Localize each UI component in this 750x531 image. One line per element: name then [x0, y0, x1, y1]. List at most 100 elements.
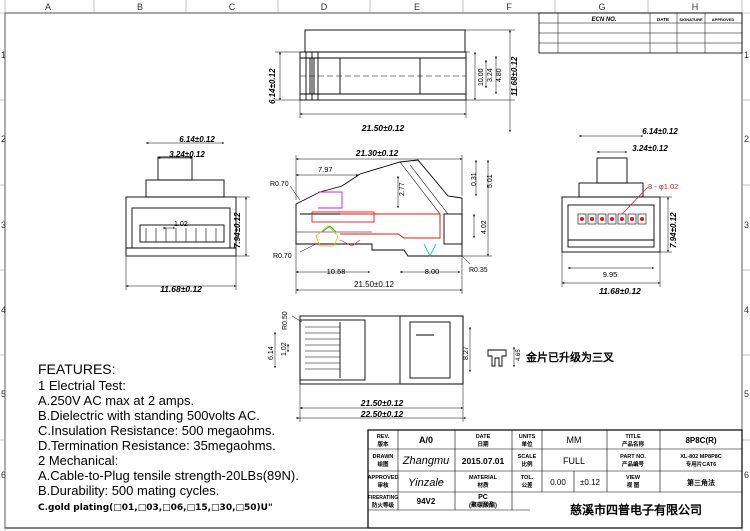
grid-row-labels: 1 2 3 4 5 6 1 2 3 4 5 6 [1, 50, 749, 480]
front-view [125, 156, 237, 257]
dim-top-left-height: 6.14±0.12 [268, 68, 277, 104]
dim-front-top: 6.14±0.12 [179, 135, 215, 144]
dim-side-800: 8.00 [425, 267, 440, 276]
tb-title-value: 8P8C(R) [685, 436, 716, 445]
features-line-1: 1 Electrial Test: [38, 378, 126, 393]
features-line-8: B.Durability: 500 mating cycles. [38, 483, 219, 498]
tb-units-label-cn: 单位 [521, 440, 533, 448]
rev-date-header: DATE [657, 17, 669, 22]
tb-date-label-en: DATE [476, 434, 491, 440]
col-label-a: A [45, 2, 51, 12]
tb-approved-signature: Yinzale [408, 477, 444, 489]
dim-right-top: 6.14±0.12 [642, 127, 678, 136]
tb-rev-label-en: REV. [377, 434, 390, 440]
col-label-b: B [137, 2, 143, 12]
tb-view-value: 第三角法 [687, 478, 715, 487]
row-label-4: 4 [1, 305, 6, 315]
row-label-2-right: 2 [744, 134, 749, 144]
dim-bottom-w2: 22.50±0.12 [360, 409, 404, 419]
tb-firerating-value: 94V2 [417, 497, 436, 506]
dim-right-995: 9.95 [603, 270, 618, 279]
bottom-view-dimensions [274, 315, 471, 422]
tb-date-label-cn: 日期 [477, 440, 489, 448]
tb-firerating-label-en: FIRERATING [368, 495, 398, 501]
contact-detail [487, 346, 515, 368]
row-label-3: 3 [1, 220, 6, 230]
dim-right-mid: 3.24±0.12 [632, 144, 668, 153]
tb-tol-label-cn: 公差 [521, 481, 533, 489]
tb-tol-value-2: ±0.12 [580, 478, 601, 487]
right-view-dimensions [561, 135, 672, 287]
dim-detail-height: 4.65 [516, 349, 522, 361]
dim-bottom-614: 6.14 [268, 346, 275, 360]
front-view-dimensions [125, 142, 250, 290]
dim-right-width: 11.68±0.12 [599, 286, 641, 296]
dim-front-mid: 3.24±0.12 [169, 150, 205, 159]
dim-top-d2: 3.24 [487, 68, 494, 82]
dim-front-width: 11.68±0.12 [160, 284, 202, 294]
col-label-g: G [598, 2, 605, 12]
tb-partno-label-cn: 产品编号 [622, 460, 645, 468]
dim-side-length: 21.30±0.12 [355, 148, 399, 158]
tb-units-value: MM [567, 435, 582, 445]
row-label-6: 6 [1, 470, 6, 480]
dim-side-277: 2.77 [399, 182, 406, 196]
rev-approved-header: APPROVED [712, 17, 735, 22]
features-plating: C.gold plating(□01,□03,□06,□15,□30,□50)U… [38, 503, 273, 513]
col-label-d: D [321, 2, 328, 12]
features-line-4: C.Insulation Resistance: 500 megaohms. [38, 423, 275, 438]
dim-side-r070-top: R0.70 [270, 181, 289, 188]
tb-title-label-en: TITLE [625, 434, 641, 440]
col-label-f: F [506, 2, 512, 12]
dim-top-d3: 4.80 [496, 68, 503, 82]
dim-side-r070-bot: R0.70 [273, 253, 292, 260]
revision-table: ECN NO. DATE SIGNATURE APPROVED [538, 12, 743, 54]
tb-tol-value-1: 0.00 [550, 478, 566, 487]
bottom-view [299, 315, 464, 385]
dim-bottom-w1: 21.50±0.12 [360, 398, 404, 408]
grid-column-ticks [93, 0, 649, 13]
features-line-6: 2 Mechanical: [38, 453, 118, 468]
tb-rev-label-cn: 版本 [376, 440, 389, 448]
dim-side-total: 21.50±0.12 [354, 280, 395, 289]
features-line-2: A.250V AC max at 2 amps. [38, 393, 194, 408]
tb-partno-value: XL-802 MP8P8C [680, 454, 722, 460]
note-contact-upgrade: 金片已升级为三叉 [525, 350, 615, 364]
row-label-5: 5 [1, 389, 6, 399]
tb-date-value: 2015.07.01 [462, 456, 505, 466]
features-line-5: D.Termination Resistance: 35megaohms. [38, 438, 276, 453]
row-label-6-right: 6 [744, 470, 749, 480]
side-view-dimensions [289, 155, 492, 294]
tb-rev-value: A/0 [419, 435, 433, 445]
tb-material-value: PC [478, 494, 488, 501]
tb-material-label-cn: 材质 [477, 481, 489, 489]
dim-bottom-827: 8.27 [463, 346, 470, 360]
features-heading: FEATURES: [38, 361, 116, 377]
dim-bottom-102: 1.02 [281, 342, 288, 356]
tb-drawn-label-en: DRAWN [373, 454, 394, 460]
dim-top-width: 21.50±0.12 [361, 123, 405, 133]
tb-view-label-cn: 视 图 [627, 481, 640, 489]
tb-company-name: 慈溪市四普电子有限公司 [570, 502, 702, 517]
dim-side-501: 5.01 [487, 174, 494, 188]
dim-side-031: 0.31 [471, 172, 478, 186]
title-block-text: REV. 版本 A/0 DATE 日期 UNITS 单位 MM TITLE 产品… [368, 434, 722, 517]
tb-material-value2: (聚碳酸酯) [469, 501, 497, 509]
tb-scale-label-en: SCALE [518, 454, 537, 460]
row-label-2: 2 [1, 134, 6, 144]
tb-firerating-label-cn: 防火等级 [372, 501, 395, 509]
grid-column-labels: A B C D E F G H [45, 2, 698, 12]
right-view [561, 157, 661, 253]
tb-units-label-en: UNITS [519, 434, 536, 440]
pin-callout-leader [621, 186, 649, 215]
right-view-pins [580, 217, 644, 221]
tb-drawn-signature: Zhangmu [402, 455, 449, 467]
dim-top-height: 11.68±0.12 [510, 56, 519, 96]
tb-drawn-label-cn: 绘图 [377, 460, 389, 468]
title-block [367, 429, 743, 529]
rev-signature-header: SIGNATURE [679, 17, 703, 22]
tb-approved-label-en: APPROVED [368, 475, 399, 481]
row-label-5-right: 5 [744, 389, 749, 399]
tb-partno-label-en: PART NO. [620, 454, 646, 460]
